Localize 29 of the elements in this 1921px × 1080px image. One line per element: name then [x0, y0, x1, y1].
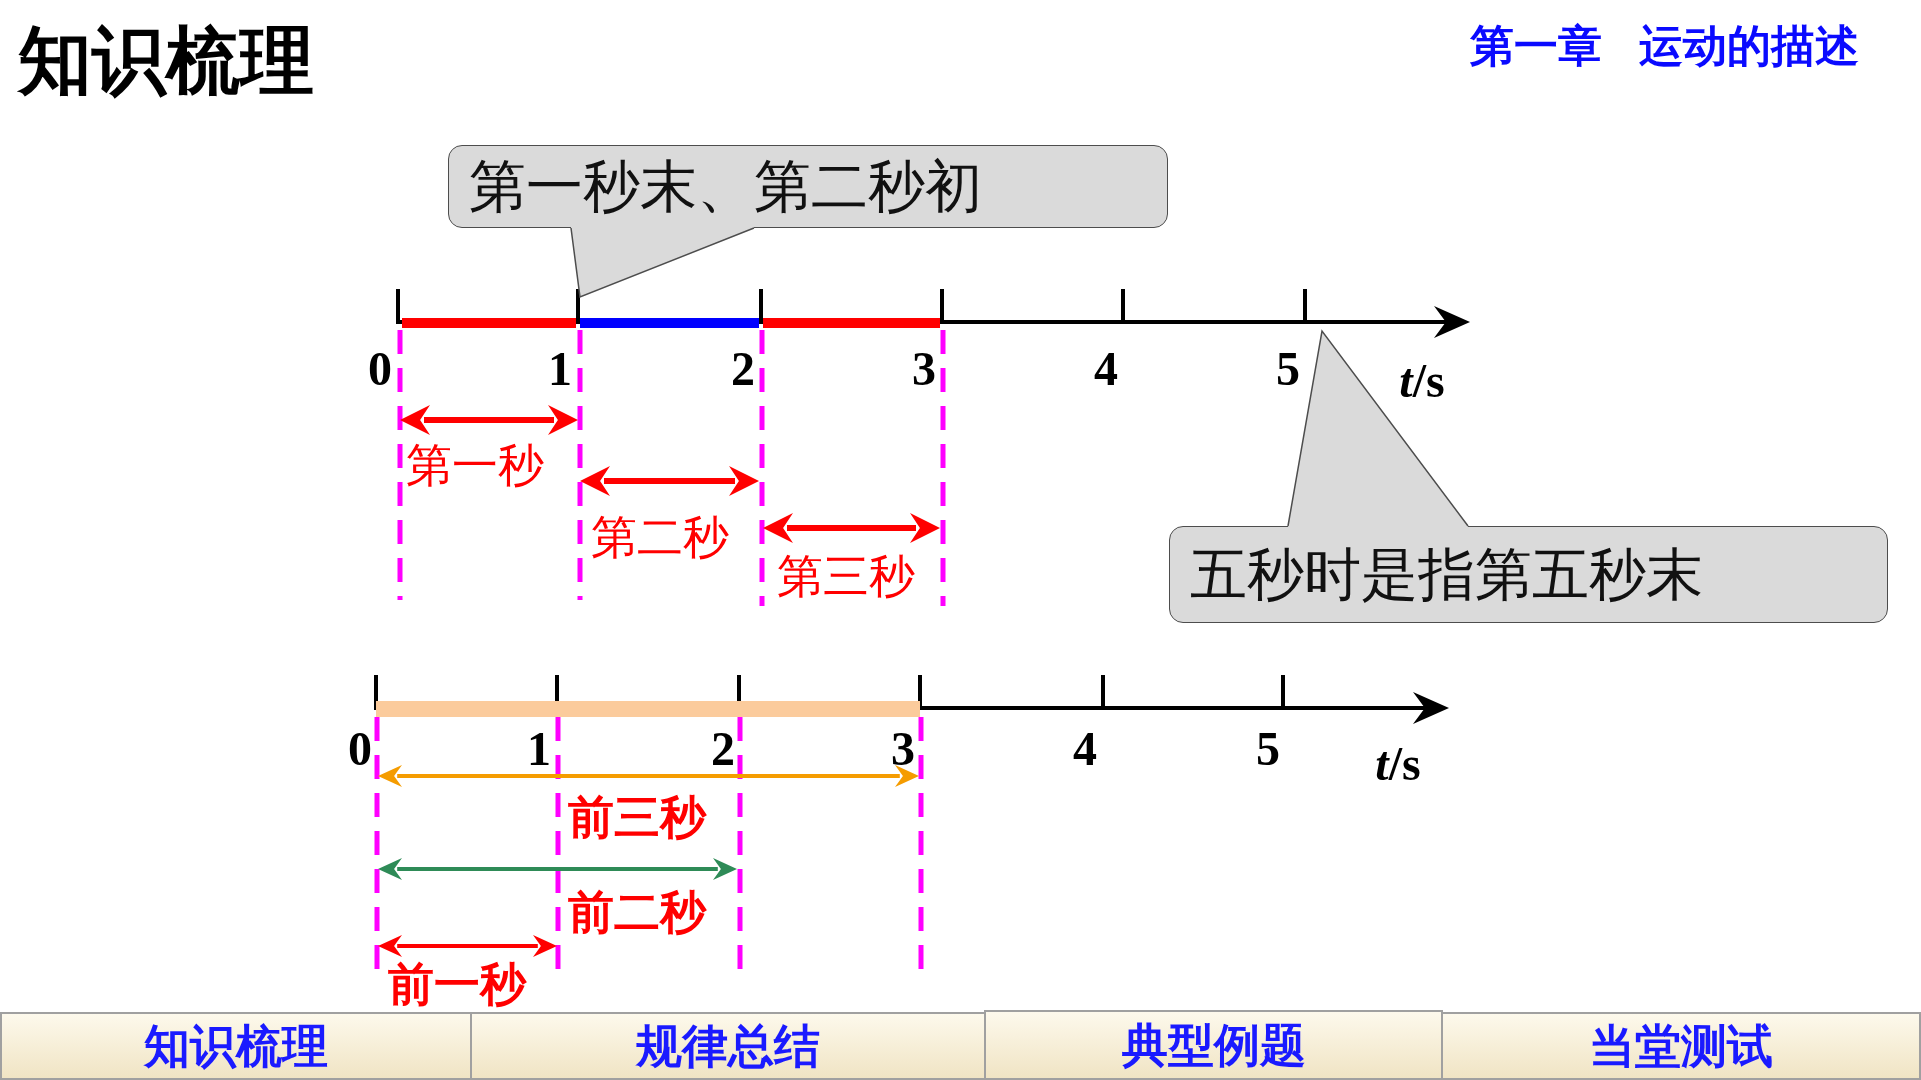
tick-label: 0 — [348, 725, 372, 773]
tick-label: 5 — [1276, 345, 1300, 393]
axis-unit-label: t/s — [1375, 740, 1421, 788]
nav-tab: 典型例题 — [984, 1010, 1443, 1080]
callout-pointer — [1287, 329, 1469, 529]
chapter-heading: 第一章 运动的描述 — [1469, 24, 1859, 68]
nav-tab: 规律总结 — [470, 1012, 986, 1080]
tick-label: 4 — [1094, 345, 1118, 393]
interval-label: 前二秒 — [568, 889, 706, 935]
tick-label: 4 — [1073, 725, 1097, 773]
interval-label: 第二秒 — [591, 514, 729, 560]
tick-label: 3 — [891, 725, 915, 773]
callout-pointer — [570, 225, 755, 299]
axis-unit-label: t/s — [1399, 357, 1445, 405]
callout-bubble: 五秒时是指第五秒末 — [1169, 526, 1888, 623]
slide-title: 知识梳理 — [18, 23, 314, 97]
nav-tab: 当堂测试 — [1441, 1012, 1921, 1080]
tick-label: 2 — [711, 725, 735, 773]
tick-label: 5 — [1256, 725, 1280, 773]
interval-label: 第三秒 — [777, 553, 915, 599]
tick-label: 3 — [912, 345, 936, 393]
tick-label: 1 — [548, 345, 572, 393]
interval-label: 前三秒 — [568, 794, 706, 840]
nav-tab: 知识梳理 — [0, 1012, 472, 1080]
tick-label: 2 — [731, 345, 755, 393]
interval-label: 前一秒 — [388, 961, 526, 1007]
tick-label: 1 — [527, 725, 551, 773]
tick-label: 0 — [368, 345, 392, 393]
interval-label: 第一秒 — [406, 442, 544, 488]
